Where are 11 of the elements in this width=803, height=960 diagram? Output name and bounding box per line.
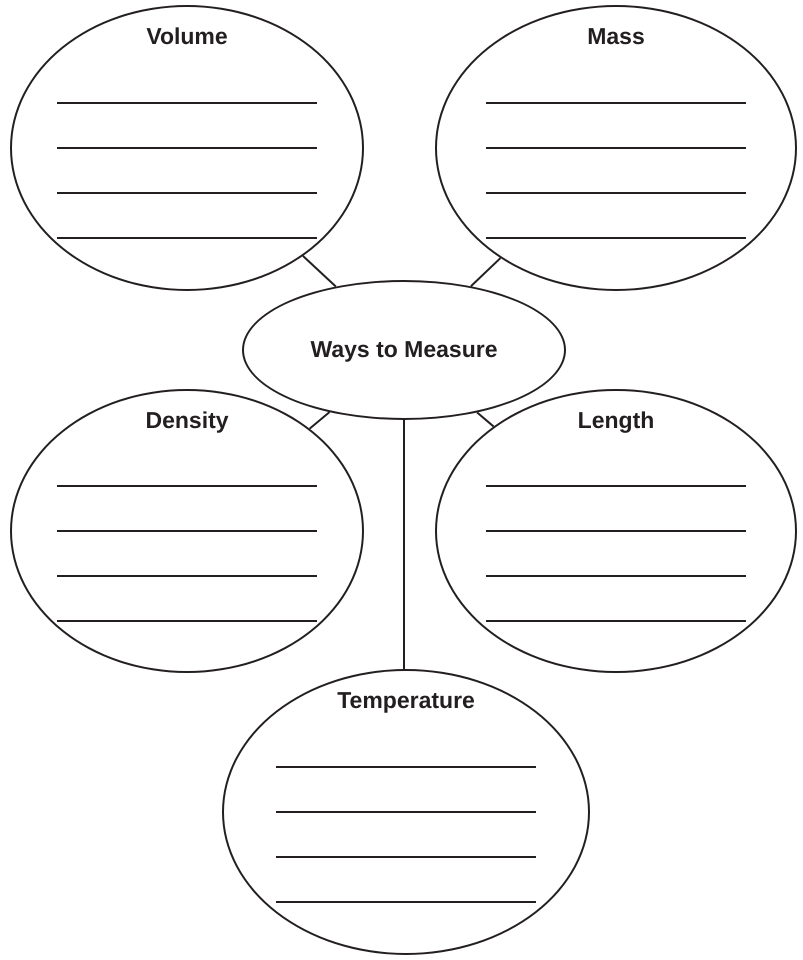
connector-line (476, 412, 494, 428)
topic-heading: Volume (145, 23, 229, 50)
central-topic: Ways to Measure (309, 336, 499, 363)
connector-line (302, 255, 336, 288)
connector-line (309, 411, 330, 430)
topic-heading: Temperature (336, 687, 476, 714)
connector-line (403, 420, 405, 669)
topic-heading: Length (576, 407, 656, 434)
connector-line (470, 257, 502, 287)
topic-heading: Density (144, 407, 230, 434)
topic-heading: Mass (586, 23, 646, 50)
